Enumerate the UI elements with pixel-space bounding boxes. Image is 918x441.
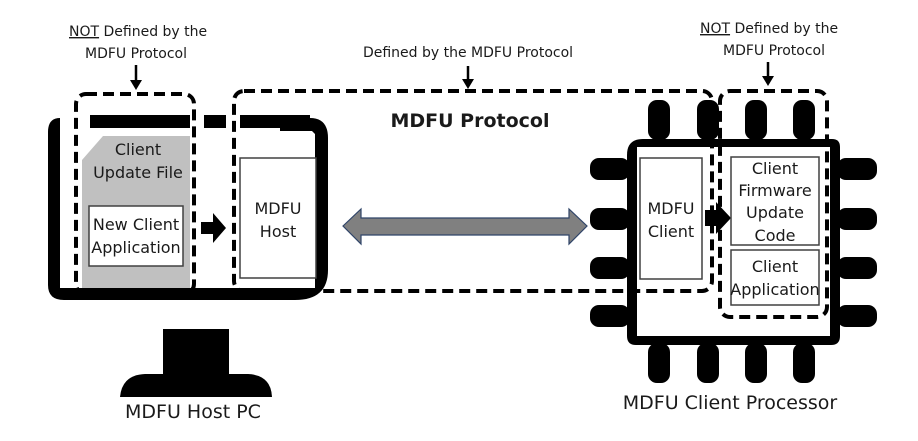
client-firmware-update-code-box: [730, 156, 820, 246]
client-app-label-line2: Application: [730, 280, 819, 299]
right-annotation-line1: NOT Defined by the: [700, 21, 838, 37]
defined-region-center: [232, 89, 714, 293]
fw-label-line1: Client: [752, 159, 798, 178]
fw-label-line4: Code: [755, 226, 796, 245]
new-app-label-line2: Application: [91, 238, 180, 257]
mdfu-client-box: [639, 157, 703, 280]
fw-label-line3: Update: [746, 203, 804, 222]
client-label-line2: Client: [648, 222, 694, 241]
right-annotation-line2: MDFU Protocol: [723, 43, 825, 59]
client-label-line1: MDFU: [647, 199, 694, 218]
not-defined-region-right: [718, 89, 829, 319]
new-client-application-box: [88, 205, 184, 267]
new-app-label-line1: New Client: [93, 215, 179, 234]
down-arrow-left-icon: [130, 65, 142, 90]
host-pc-monitor: [48, 115, 328, 397]
monitor-stand-neck: [163, 329, 229, 375]
update-file-label-line2: Update File: [93, 163, 183, 182]
left-annotation-line1: NOT Defined by the: [69, 24, 207, 40]
down-arrow-right-icon: [762, 62, 774, 86]
monitor-stand-base: [120, 374, 272, 397]
protocol-title: MDFU Protocol: [390, 110, 549, 132]
host-pc-label: MDFU Host PC: [125, 401, 261, 423]
arrow-file-to-host-icon: [201, 213, 226, 243]
host-label-line1: MDFU: [254, 199, 301, 218]
fw-label-line2: Firmware: [738, 181, 811, 200]
client-app-label-line1: Client: [752, 257, 798, 276]
host-label-line2: Host: [260, 222, 296, 241]
client-application-box: [730, 249, 820, 306]
bidirectional-link-arrow: [342, 207, 588, 246]
mdfu-host-box: [239, 157, 317, 279]
center-annotation: Defined by the MDFU Protocol: [363, 45, 573, 61]
down-arrow-center-icon: [462, 66, 474, 89]
left-annotation-line2: MDFU Protocol: [85, 46, 187, 62]
client-processor-label: MDFU Client Processor: [623, 392, 838, 414]
not-defined-region-left: [74, 92, 196, 296]
update-file-label-line1: Client: [115, 140, 161, 159]
